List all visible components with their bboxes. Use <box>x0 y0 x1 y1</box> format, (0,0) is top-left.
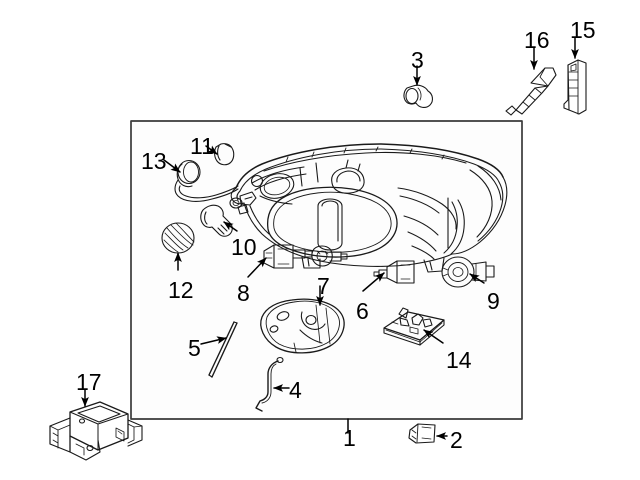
callout-label-7: 7 <box>317 273 330 299</box>
callout-label-9: 9 <box>487 288 500 314</box>
headlamp-housing <box>230 143 508 273</box>
part-4-wire-spring-bracket <box>255 356 284 412</box>
leader-9 <box>469 273 485 284</box>
leader-11 <box>205 145 218 155</box>
part-11-bulb-cap <box>214 143 235 166</box>
leader-10 <box>223 221 238 232</box>
callout-label-5: 5 <box>188 335 201 361</box>
callout-label-14: 14 <box>446 347 472 373</box>
callout-label-4: 4 <box>289 377 302 403</box>
leader-5 <box>200 336 227 345</box>
callout-label-3: 3 <box>411 47 424 73</box>
assembly-boundary-box <box>130 120 523 420</box>
part-5-adjuster-rod <box>208 321 238 378</box>
part-17-ballast-module <box>49 401 143 461</box>
part-14-bracket-plate <box>383 307 445 346</box>
part-2-clip-retainer <box>408 423 436 444</box>
leader-6 <box>362 272 385 292</box>
callout-label-6: 6 <box>356 298 369 324</box>
small-grommet-ring <box>229 197 243 209</box>
leader-14 <box>423 329 444 344</box>
leader-8 <box>247 257 267 278</box>
callout-label-10: 10 <box>231 234 257 260</box>
callout-label-17: 17 <box>76 369 102 395</box>
callout-label-16: 16 <box>524 27 550 53</box>
callout-label-2: 2 <box>450 427 463 453</box>
leader-13 <box>163 159 181 173</box>
part-3-grommet-plug <box>403 84 433 108</box>
callout-label-8: 8 <box>237 280 250 306</box>
part-16-adjusting-screw <box>505 67 557 116</box>
callout-label-1: 1 <box>343 425 356 451</box>
callout-label-12: 12 <box>168 277 194 303</box>
part-7-lamp-housing <box>260 298 345 354</box>
callout-label-11: 11 <box>190 133 214 159</box>
part-12-dust-cover <box>161 222 195 254</box>
bulb-socket-ringed <box>311 245 348 267</box>
callout-label-13: 13 <box>141 148 167 174</box>
callout-label-15: 15 <box>570 17 596 43</box>
part-15-retainer-clip <box>563 59 587 115</box>
